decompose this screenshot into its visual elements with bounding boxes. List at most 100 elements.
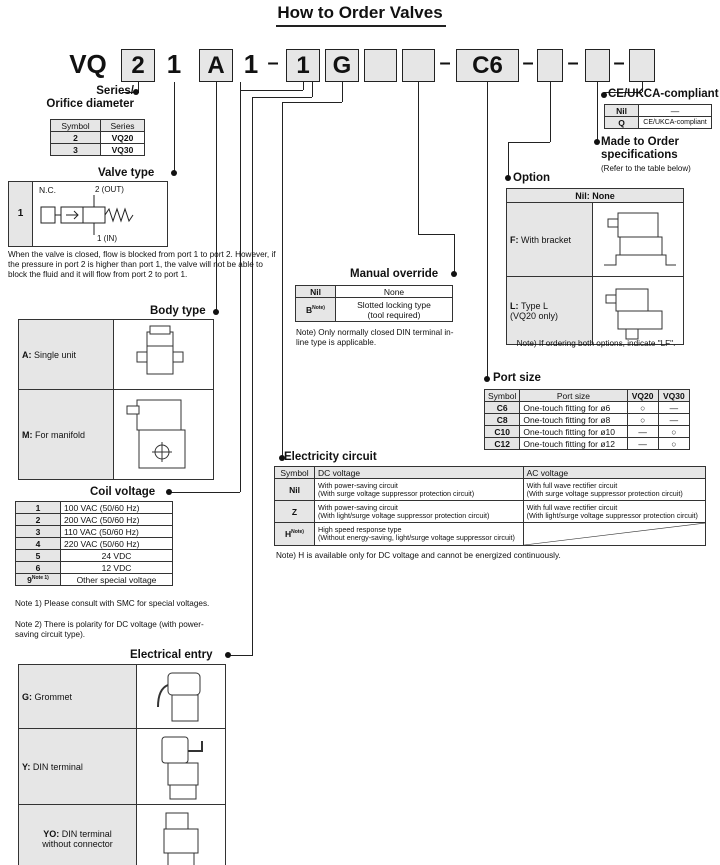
body-code: M: xyxy=(22,429,33,440)
valve-manifold-icon xyxy=(126,399,186,468)
coil-symbol: 1 xyxy=(15,501,61,514)
code-orifice: 1 xyxy=(166,49,182,79)
entry-code: G: xyxy=(22,691,32,702)
ce-title: CE/UKCA-compliant xyxy=(608,88,719,100)
electricity-circuit-title: Electricity circuit xyxy=(284,451,377,463)
code-body: 1 xyxy=(243,49,259,79)
type-l-image xyxy=(592,276,684,345)
option-table: Nil: None F: With bracket L: Type L (VQ2… xyxy=(506,188,684,345)
port-vq20: — xyxy=(626,425,659,438)
circuit-header-dc: DC voltage xyxy=(314,466,524,479)
port-size-title: Port size xyxy=(493,372,541,384)
circuit-ac: With full wave rectifier circuit (With s… xyxy=(522,478,707,501)
port-vq20: ○ xyxy=(626,401,659,414)
code-option-box xyxy=(537,49,563,82)
din-without-connector-icon xyxy=(163,812,199,865)
coil-value: Other special voltage xyxy=(60,573,173,586)
table-row: YO: DIN terminal without connector xyxy=(18,804,226,865)
option-code: F: xyxy=(510,234,519,245)
coil-note-2: Note 2) There is polarity for DC voltage… xyxy=(15,620,204,639)
series-title: Series/ Orifice diameter xyxy=(46,85,134,110)
single-unit-image xyxy=(113,319,214,390)
electricity-circuit-note: Note) H is available only for DC voltage… xyxy=(276,551,561,560)
grommet-image xyxy=(136,664,226,729)
table-row: 2 VQ20 xyxy=(50,131,145,144)
electrical-entry-title: Electrical entry xyxy=(130,649,213,661)
option-label: F: With bracket xyxy=(506,202,593,277)
circuit-symbol: Nil xyxy=(274,478,315,501)
code-dash: – xyxy=(267,52,279,74)
table-row: M: For manifold xyxy=(18,389,214,480)
option-note: Note) If ordering both options, indicate… xyxy=(516,339,676,348)
valve-type-symbol: 1 xyxy=(9,182,33,246)
entry-code: Y: xyxy=(22,761,31,772)
port-desc: One-touch fitting for ø10 xyxy=(519,425,628,438)
valve-single-unit-icon xyxy=(136,325,184,374)
series-symbol: 3 xyxy=(50,143,101,156)
port-symbol: C12 xyxy=(483,437,521,450)
circuit-header-symbol: Symbol xyxy=(274,466,315,479)
coil-value: 200 VAC (50/60 Hz) xyxy=(60,513,173,526)
table-row: Nil — xyxy=(604,104,712,117)
not-applicable-slash xyxy=(523,523,705,545)
series-symbol: 2 xyxy=(50,131,101,144)
circuit-header-ac: AC voltage xyxy=(522,466,707,479)
valve-type-nc: N.C. xyxy=(39,185,56,195)
din-terminal-image xyxy=(136,728,226,805)
entry-name: Grommet xyxy=(34,691,73,702)
coil-value: 220 VAC (50/60 Hz) xyxy=(60,537,173,550)
manual-symbol: Nil xyxy=(295,285,336,298)
coil-symbol: 5 xyxy=(15,549,61,562)
table-row: Y: DIN terminal xyxy=(18,728,226,805)
coil-symbol: 3 xyxy=(15,525,61,538)
code-port-box: C6 xyxy=(456,49,519,82)
table-row: Nil None xyxy=(295,285,453,298)
code-series-box: 2 xyxy=(121,49,155,82)
ce-table: Nil — Q CE/UKCA-compliant xyxy=(604,104,712,129)
manual-value: None xyxy=(335,285,453,298)
manifold-image xyxy=(113,389,214,480)
option-name: Type L (VQ20 only) xyxy=(510,300,559,321)
table-row: Z With power-saving circuit (With light/… xyxy=(274,500,707,523)
port-vq30: — xyxy=(657,401,691,414)
manual-override-table: Nil None BNote) Slotted locking type (to… xyxy=(295,285,453,322)
port-vq20: ○ xyxy=(626,413,659,426)
circuit-symbol: H xyxy=(285,529,292,539)
coil-symbol: 6 xyxy=(15,561,61,574)
code-order-box xyxy=(585,49,610,82)
circuit-dc: With power-saving circuit (With surge vo… xyxy=(314,478,524,501)
port-symbol: C6 xyxy=(483,401,521,414)
entry-label: YO: DIN terminal without connector xyxy=(18,804,137,865)
table-row: BNote) Slotted locking type (tool requir… xyxy=(295,297,453,322)
bracket-image xyxy=(592,202,684,277)
coil-value: 24 VDC xyxy=(60,549,173,562)
ce-symbol: Q xyxy=(604,116,639,129)
entry-name: DIN terminal without connector xyxy=(42,828,113,849)
coil-value: 12 VDC xyxy=(60,561,173,574)
option-code: L: xyxy=(510,300,519,311)
body-label: Single unit xyxy=(34,349,77,360)
manual-symbol: B xyxy=(306,304,313,315)
electrical-entry-table: G: Grommet Y: DIN terminal YO: DIN termi… xyxy=(18,664,226,865)
manual-value: Slotted locking type (tool required) xyxy=(335,297,453,322)
option-title: Option xyxy=(513,172,551,184)
table-row: Nil: None xyxy=(506,188,684,203)
valve-type-out: 2 (OUT) xyxy=(95,185,124,194)
circuit-dc: With power-saving circuit (With light/su… xyxy=(314,500,524,523)
table-row: HNote) High speed response type (Without… xyxy=(274,522,707,546)
code-coil-box: 1 xyxy=(286,49,320,82)
manual-note-sup: Note) xyxy=(312,304,325,311)
page-title: How to Order Valves xyxy=(277,3,443,22)
port-vq30: ○ xyxy=(657,437,691,450)
circuit-symbol: Z xyxy=(274,500,315,523)
port-vq30: ○ xyxy=(657,425,691,438)
grommet-icon xyxy=(157,672,201,721)
code-dash: – xyxy=(439,52,451,74)
entry-name: DIN terminal xyxy=(32,761,83,772)
code-ce-box xyxy=(629,49,655,82)
series-table: Symbol Series 2 VQ20 3 VQ30 xyxy=(50,119,145,156)
entry-code: YO: xyxy=(43,828,60,839)
